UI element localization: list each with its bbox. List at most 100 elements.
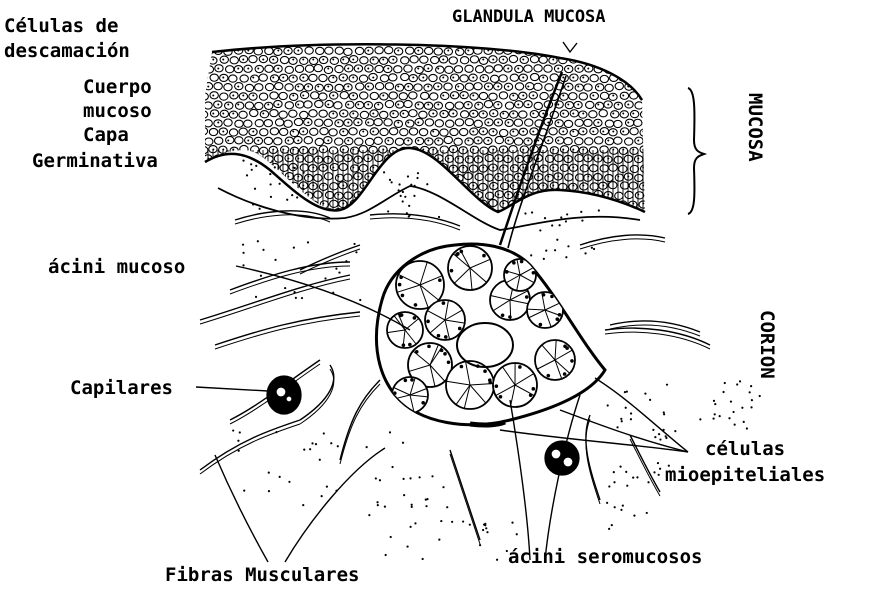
stipple-dot bbox=[301, 187, 303, 189]
epithelial-cell bbox=[630, 128, 638, 135]
muscle-fiber bbox=[200, 275, 350, 320]
epithelial-cell bbox=[645, 119, 653, 126]
cell-nucleus bbox=[387, 140, 389, 142]
epithelial-cell bbox=[370, 183, 378, 190]
cell-nucleus bbox=[367, 104, 369, 106]
stipple-dot bbox=[741, 407, 743, 409]
stipple-dot bbox=[425, 499, 427, 501]
cell-nucleus bbox=[627, 50, 629, 52]
stipple-dot bbox=[496, 559, 498, 561]
cell-nucleus bbox=[257, 176, 259, 178]
epithelial-cell bbox=[434, 102, 442, 109]
epithelial-cell bbox=[335, 138, 343, 145]
acinus-nucleus bbox=[520, 260, 524, 264]
cell-nucleus bbox=[557, 104, 559, 106]
epithelial-cell bbox=[401, 57, 409, 64]
epithelial-cell bbox=[480, 75, 488, 82]
epithelial-cell bbox=[540, 92, 548, 99]
epithelial-cell bbox=[505, 102, 513, 109]
cell-nucleus bbox=[587, 68, 589, 70]
epithelial-cell bbox=[226, 136, 234, 143]
acinus-nucleus bbox=[512, 261, 516, 265]
epithelial-cell bbox=[475, 102, 483, 109]
stipple-dot bbox=[743, 421, 745, 423]
stipple-dot bbox=[619, 466, 621, 468]
epithelial-cell bbox=[375, 192, 383, 199]
epithelial-cell bbox=[550, 74, 558, 81]
cell-nucleus bbox=[207, 176, 209, 178]
cell-nucleus bbox=[372, 59, 374, 61]
stipple-dot bbox=[511, 522, 513, 524]
cell-nucleus bbox=[267, 194, 269, 196]
epithelial-cell bbox=[470, 56, 478, 63]
stipple-dot bbox=[446, 506, 448, 508]
stipple-dot bbox=[417, 172, 419, 174]
cell-nucleus bbox=[637, 140, 639, 142]
cell-nucleus bbox=[397, 122, 399, 124]
acinus-nucleus bbox=[539, 323, 543, 327]
epithelial-cell bbox=[224, 84, 232, 91]
stipple-dot bbox=[749, 391, 751, 393]
epithelial-cell bbox=[385, 138, 393, 145]
epithelial-cell bbox=[555, 120, 563, 127]
epithelial-cell bbox=[389, 74, 397, 81]
epithelial-cell bbox=[275, 191, 283, 198]
cell-nucleus bbox=[232, 167, 234, 169]
epithelial-cell bbox=[330, 200, 338, 207]
epithelial-cell bbox=[259, 147, 267, 154]
cell-nucleus bbox=[582, 77, 584, 79]
stipple-dot bbox=[302, 172, 304, 174]
cell-nucleus bbox=[572, 77, 574, 79]
epithelial-cell bbox=[314, 65, 322, 72]
stipple-dot bbox=[293, 291, 295, 293]
stipple-dot bbox=[410, 184, 412, 186]
epithelial-cell bbox=[240, 75, 248, 82]
epithelial-cell bbox=[430, 93, 438, 100]
acinus-nucleus bbox=[426, 320, 430, 324]
epithelial-cell bbox=[584, 46, 592, 53]
epithelial-cell bbox=[605, 138, 613, 145]
epithelial-cell bbox=[385, 83, 393, 90]
cell-nucleus bbox=[412, 77, 414, 79]
epithelial-cell bbox=[290, 147, 298, 154]
cell-nucleus bbox=[332, 113, 334, 115]
cell-nucleus bbox=[482, 59, 484, 61]
label-cuerpo-mucoso-line1: Cuerpo bbox=[83, 76, 152, 98]
cell-nucleus bbox=[567, 86, 569, 88]
cell-nucleus bbox=[457, 194, 459, 196]
epithelial-cell bbox=[259, 74, 267, 81]
cell-nucleus bbox=[577, 194, 579, 196]
epithelial-cell bbox=[604, 209, 612, 216]
epithelial-cell bbox=[505, 174, 513, 181]
acinus-nucleus bbox=[558, 313, 562, 317]
stipple-dot bbox=[524, 212, 526, 214]
epithelial-cell bbox=[305, 155, 313, 162]
epithelial-cell bbox=[444, 136, 452, 143]
epithelial-cell bbox=[460, 75, 468, 82]
epithelial-cell bbox=[630, 147, 638, 154]
cell-nucleus bbox=[557, 50, 559, 52]
cell-nucleus bbox=[392, 59, 394, 61]
cell-nucleus bbox=[467, 104, 469, 106]
epithelial-cell bbox=[544, 65, 552, 72]
epithelial-cell bbox=[519, 111, 527, 118]
cell-nucleus bbox=[207, 212, 209, 214]
cell-nucleus bbox=[472, 203, 474, 205]
stipple-dot bbox=[425, 505, 427, 507]
cell-nucleus bbox=[252, 131, 254, 133]
cell-nucleus bbox=[367, 86, 369, 88]
cell-nucleus bbox=[422, 167, 424, 169]
cell-nucleus bbox=[222, 77, 224, 79]
epithelial-cell bbox=[241, 182, 249, 189]
stipple-dot bbox=[402, 200, 404, 202]
epithelial-cell bbox=[395, 155, 403, 162]
epithelial-cell bbox=[265, 192, 273, 199]
leader-seromucosos-1 bbox=[510, 400, 530, 560]
epithelial-cell bbox=[280, 56, 288, 63]
epithelial-cell bbox=[625, 191, 633, 198]
epithelial-cell bbox=[375, 83, 383, 90]
epithelial-cell bbox=[550, 147, 558, 154]
cell-nucleus bbox=[232, 185, 234, 187]
epithelial-cell bbox=[645, 210, 653, 217]
epithelial-cell bbox=[244, 173, 252, 180]
